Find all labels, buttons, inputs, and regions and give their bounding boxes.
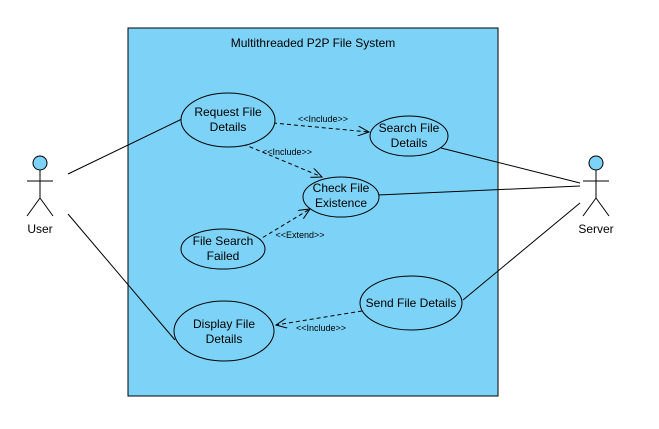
use-case-label: Check File bbox=[313, 181, 370, 195]
actor-head-icon bbox=[32, 155, 48, 171]
use-case-label: File Search bbox=[193, 234, 254, 248]
actor-user[interactable] bbox=[26, 155, 54, 217]
include-request-search bbox=[272, 122, 369, 132]
use-case-search-file-details[interactable]: Search File Details bbox=[369, 115, 449, 157]
label-include-request-search: <<Include>> bbox=[298, 114, 348, 124]
use-case-label: Display File bbox=[193, 317, 255, 331]
dependencies bbox=[242, 122, 369, 325]
use-case-file-search-failed[interactable]: File Search Failed bbox=[180, 228, 266, 270]
include-send-display bbox=[276, 310, 363, 325]
include-request-check bbox=[242, 143, 322, 177]
actor-head-icon bbox=[588, 155, 604, 171]
use-case-label: Details bbox=[210, 120, 247, 134]
use-case-label: Request File bbox=[194, 105, 262, 119]
use-case-label: Details bbox=[391, 136, 428, 150]
associations bbox=[67, 117, 581, 341]
use-case-request-file-details[interactable]: Request File Details bbox=[180, 92, 276, 148]
system-title: Multithreaded P2P File System bbox=[231, 36, 396, 50]
assoc-send-server bbox=[462, 202, 581, 301]
use-case-label: Details bbox=[206, 332, 243, 346]
use-case-check-file-existence[interactable]: Check File Existence bbox=[302, 176, 380, 218]
use-case-display-file-details[interactable]: Display File Details bbox=[173, 300, 275, 362]
use-case-label: Failed bbox=[207, 249, 240, 263]
use-case-label: Existence bbox=[315, 196, 367, 210]
use-case-label: Send File Details bbox=[366, 296, 457, 310]
assoc-user-display bbox=[67, 213, 176, 341]
use-case-send-file-details[interactable]: Send File Details bbox=[359, 275, 463, 331]
label-extend-failed-check: <<Extend>> bbox=[275, 230, 324, 240]
extend-failed-check bbox=[256, 209, 310, 242]
label-include-send-display: <<Include>> bbox=[296, 323, 346, 333]
actor-user-label: User bbox=[27, 222, 52, 236]
use-case-label: Search File bbox=[379, 121, 440, 135]
assoc-user-request bbox=[67, 117, 185, 175]
actor-server[interactable] bbox=[582, 155, 610, 217]
label-include-request-check: <<Include>> bbox=[262, 147, 312, 157]
assoc-search-server bbox=[440, 147, 581, 184]
actor-server-label: Server bbox=[578, 222, 613, 236]
assoc-check-server bbox=[376, 185, 581, 196]
